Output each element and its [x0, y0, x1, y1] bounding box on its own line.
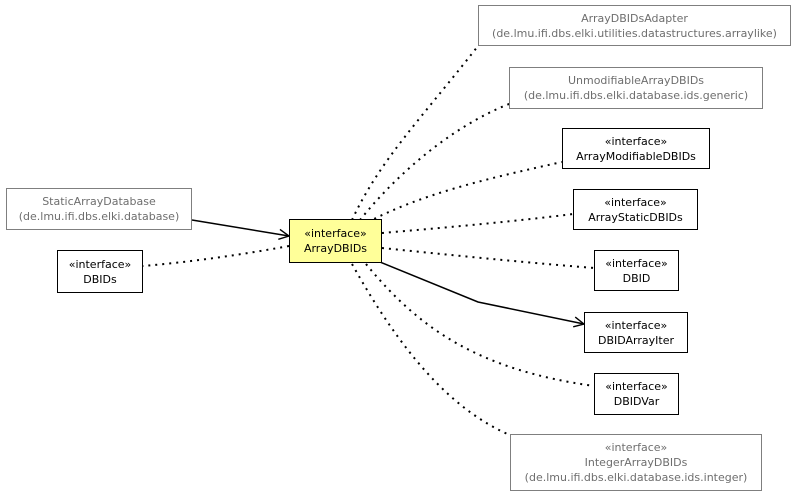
node-dbid-var[interactable]: «interface» DBIDVar	[594, 373, 679, 415]
node-name: DBIDs	[83, 272, 117, 286]
edge-to-array-dbids-adapter	[351, 45, 479, 221]
node-name: StaticArrayDatabase	[42, 195, 156, 208]
node-name: IntegerArrayDBIDs	[584, 456, 688, 469]
edge-to-unmodifiable-array-dbids	[359, 99, 521, 221]
node-array-modifiable-dbids[interactable]: «interface» ArrayModifiableDBIDs	[562, 128, 710, 169]
node-name: ArrayDBIDsAdapter	[581, 11, 688, 25]
node-package: (de.lmu.ifi.dbs.elki.utilities.datastruc…	[492, 26, 777, 40]
edge-static-array-database-to-array-dbids	[191, 219, 289, 236]
node-name: DBID	[622, 271, 651, 285]
node-dbid-array-iter[interactable]: «interface» DBIDArrayIter	[584, 312, 688, 353]
node-name: DBIDVar	[613, 395, 660, 408]
node-array-static-dbids[interactable]: «interface» ArrayStaticDBIDs	[573, 189, 698, 230]
node-name: ArrayModifiableDBIDs	[576, 149, 696, 163]
node-array-dbids-adapter[interactable]: ArrayDBIDsAdapter (de.lmu.ifi.dbs.elki.u…	[478, 5, 791, 46]
node-package: (de.lmu.ifi.dbs.elki.database.ids.intege…	[524, 471, 748, 484]
node-name: UnmodifiableArrayDBIDs	[567, 74, 705, 87]
node-dbid[interactable]: «interface» DBID	[594, 250, 679, 291]
edge-to-dbid	[381, 247, 595, 269]
node-name: DBIDArrayIter	[597, 333, 674, 347]
node-stereotype: «interface»	[604, 195, 667, 209]
edge-to-array-static-dbids	[381, 213, 574, 234]
edge-to-integer-array-dbids	[351, 263, 513, 437]
edge-to-dbids	[142, 245, 290, 267]
node-stereotype: «interface»	[68, 257, 132, 271]
node-stereotype: «interface»	[604, 441, 668, 454]
node-stereotype: «interface»	[605, 256, 668, 270]
node-name: ArrayStaticDBIDs	[588, 210, 683, 224]
node-integer-array-dbids[interactable]: «interface» IntegerArrayDBIDs (de.lmu.if…	[510, 434, 762, 491]
node-unmodifiable-array-dbids[interactable]: UnmodifiableArrayDBIDs (de.lmu.ifi.dbs.e…	[509, 67, 763, 109]
node-stereotype: «interface»	[604, 318, 668, 332]
node-stereotype: «interface»	[604, 134, 668, 148]
node-package: (de.lmu.ifi.dbs.elki.database.ids.generi…	[523, 89, 749, 102]
node-stereotype: «interface»	[605, 380, 668, 393]
node-static-array-database[interactable]: StaticArrayDatabase (de.lmu.ifi.dbs.elki…	[6, 188, 192, 230]
edge-to-dbid-var	[365, 263, 595, 387]
edge-to-array-modifiable-dbids	[367, 161, 563, 223]
node-array-dbids-focus[interactable]: «interface» ArrayDBIDs	[289, 219, 382, 263]
node-dbids[interactable]: «interface» DBIDs	[57, 250, 143, 293]
edge-array-dbids-to-dbid-array-iter	[379, 261, 584, 324]
node-stereotype: «interface»	[304, 227, 367, 240]
node-name: ArrayDBIDs	[303, 242, 368, 255]
node-package: (de.lmu.ifi.dbs.elki.database)	[18, 210, 180, 223]
